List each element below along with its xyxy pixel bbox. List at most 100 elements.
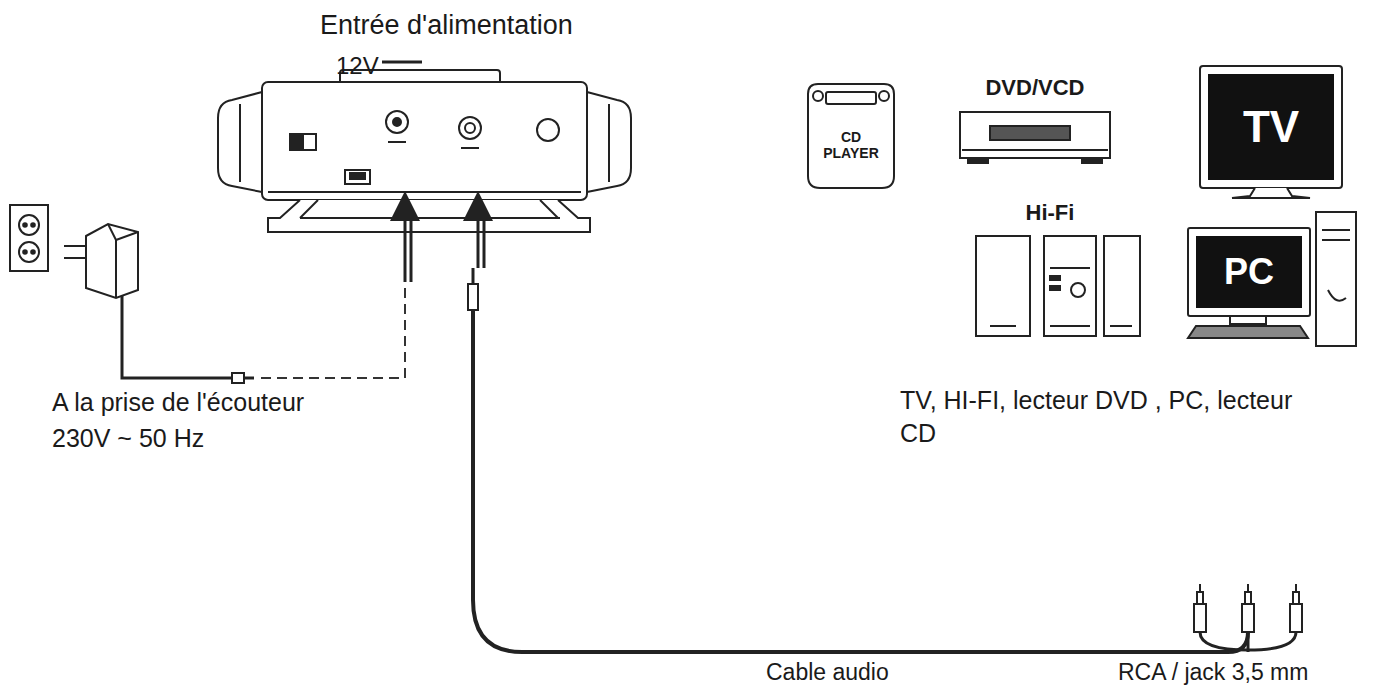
pc-icon-part [1322, 229, 1350, 231]
power-adapter-part [122, 296, 232, 378]
rca-plugs-part [1242, 604, 1254, 632]
insert-arrows-part [410, 214, 413, 282]
base-station-part [608, 104, 610, 182]
audio-cable-part [472, 268, 475, 284]
tv-screen: TV [1208, 74, 1334, 180]
base-station-part [300, 217, 560, 219]
cd-player-icon-part [813, 91, 823, 101]
hifi-icon-part [1050, 286, 1060, 290]
node-text: TV [1243, 102, 1299, 152]
rca-plugs-part [1199, 584, 1201, 592]
dvd-player-icon [960, 112, 1110, 163]
base-station-part [540, 200, 558, 218]
base-station-part [239, 104, 241, 182]
rca-plugs-part [1194, 604, 1206, 632]
tv-icon-part [1200, 66, 1342, 188]
rca-plugs-part [1290, 604, 1302, 632]
insert-arrows-part [404, 206, 407, 282]
voltage-label: 12V [336, 50, 396, 81]
cd-player-icon [808, 84, 894, 188]
base-station-part [290, 134, 303, 150]
dvd-player-icon-part [1082, 158, 1102, 163]
power-adapter-part [108, 224, 116, 240]
power-adapter-part [232, 373, 244, 383]
audio-cable-part [468, 284, 478, 310]
base-station-part [345, 170, 370, 184]
rca-plugs-part [1197, 592, 1203, 604]
pc-screen: PC [1196, 236, 1302, 308]
wall-outlet-part [19, 242, 39, 262]
base-station-part [268, 191, 581, 193]
hifi-icon [976, 236, 1140, 336]
pc-icon-part [1188, 228, 1310, 316]
audio-cable-part [1248, 632, 1296, 650]
power-adapter-part [116, 232, 138, 240]
insert-arrows-part [477, 206, 480, 268]
hifi-icon-part [1044, 236, 1096, 336]
power-adapter-part [115, 240, 117, 298]
hifi-icon-part [1050, 267, 1090, 269]
insert-arrows-part [483, 214, 486, 268]
tv-icon [1200, 66, 1342, 198]
rca-plugs [1194, 584, 1302, 632]
dvd-player-icon-part [990, 126, 1070, 140]
input-title: Entrée d'alimentation [320, 8, 680, 43]
hifi-icon-part [1050, 276, 1060, 280]
dvd-player-icon-part [960, 112, 1110, 158]
hifi-icon-part [1110, 325, 1132, 327]
base-station-part [386, 111, 408, 133]
base-station-part [218, 92, 262, 192]
wall-outlet-part [31, 250, 35, 254]
audio-cable-part [1247, 632, 1250, 652]
hifi-icon-part [990, 325, 1016, 327]
mains-label: 230V ~ 50 Hz [52, 422, 312, 455]
rca-plugs-part [1245, 592, 1251, 604]
pc-icon-part [1328, 290, 1346, 301]
base-station-part [587, 92, 631, 192]
base-station-part [350, 173, 365, 179]
dvd-player-icon-part [968, 158, 988, 163]
base-station [218, 70, 631, 232]
power-adapter-part [244, 377, 254, 380]
rca-plugs-part [1247, 584, 1249, 592]
power-adapter [64, 224, 254, 383]
cd-player-icon-part [879, 91, 889, 101]
base-station-part [300, 200, 318, 218]
power-adapter-part [86, 224, 138, 298]
node-text: PC [1224, 251, 1274, 293]
wall-outlet [10, 205, 48, 271]
base-station-part [459, 117, 481, 139]
wall-outlet-part [23, 223, 27, 227]
power-adapter-part [64, 245, 86, 247]
pc-icon-part [1230, 316, 1266, 324]
cd-player-icon-part [826, 92, 876, 104]
base-station-part [465, 123, 475, 133]
rca-plugs-part [1295, 584, 1297, 592]
cable-label: Cable audio [766, 658, 996, 688]
device-heading: Hi-Fi [990, 196, 1110, 230]
power-lead [258, 288, 405, 378]
rca-plugs-part [1293, 592, 1299, 604]
pc-icon-part [1316, 212, 1356, 346]
wall-outlet-part [31, 223, 35, 227]
pc-icon [1188, 212, 1356, 346]
pc-icon-part [1322, 239, 1350, 241]
node-text: Hi-Fi [1026, 200, 1075, 226]
cd-player-icon-part [808, 84, 894, 188]
dc-symbol-part [382, 61, 422, 64]
base-station-part [388, 141, 406, 143]
base-station-part [393, 118, 401, 126]
wall-outlet-part [23, 250, 27, 254]
hifi-icon-part [976, 236, 1030, 336]
base-station-part [290, 134, 316, 150]
device-label: CD PLAYER [812, 114, 890, 176]
hifi-icon-part [1104, 236, 1140, 336]
tv-icon-part [1232, 188, 1310, 198]
wall-outlet-part [10, 205, 48, 271]
base-station-part [537, 119, 559, 141]
connector-label: RCA / jack 3,5 mm [1118, 658, 1378, 688]
audio-cable-part [473, 310, 1248, 652]
audio-cable-part [1200, 632, 1248, 650]
base-station-part [461, 147, 479, 149]
